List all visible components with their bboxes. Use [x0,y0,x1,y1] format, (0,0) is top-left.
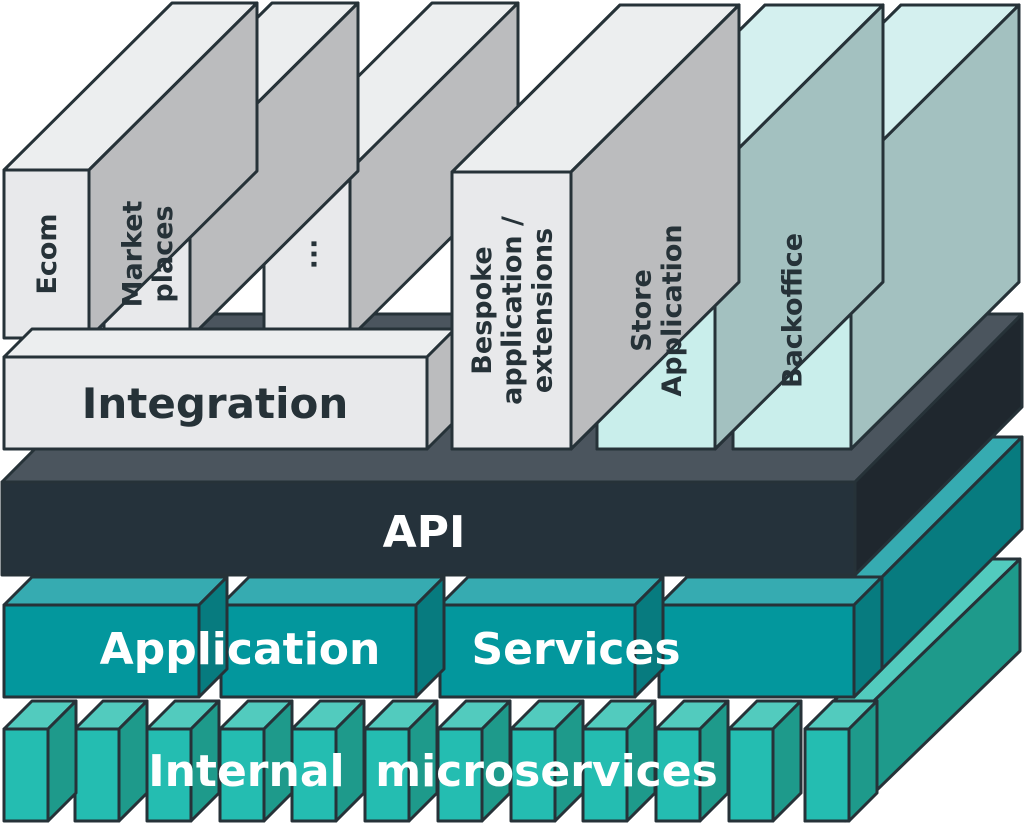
app-service-block-3-top-face [438,575,665,607]
app-service-block-2 [219,575,446,699]
more-label: ... [293,239,324,270]
microservice-block-6 [363,699,439,823]
microservice-block-12 [803,699,879,823]
app-service-block-4-top-face [657,575,884,607]
microservice-block-1-front-face [2,727,50,823]
api-label: API [383,507,466,558]
app-service-block-4 [657,575,884,699]
app-service-block-2-top-face [219,575,446,607]
microservice-block-12-front-face [803,727,851,823]
app-service-block-3 [438,575,665,699]
backoffice-label: Backoffice [778,233,809,388]
block-bespoke-front-front-face [450,170,573,451]
bespoke-label-line: Bespoke [467,246,498,374]
marketplaces-label-line: Market [118,200,149,307]
microservice-block-11-front-face [727,727,775,823]
ecom-label: Ecom [32,213,63,294]
store-application-label-line: Application [657,224,688,396]
integration-label: Integration [82,379,348,428]
integration-slab-top-face [2,327,457,359]
store-application-label: StoreApplication [627,224,688,396]
marketplaces-label: Marketplaces [118,200,179,307]
block-bespoke-front [450,3,741,451]
api-slab-front-face [0,480,857,577]
microservice-block-11 [727,699,803,823]
microservice-block-3 [145,699,221,823]
block-ecom [2,1,259,340]
marketplaces-label-line: places [148,205,179,302]
microservice-block-2-front-face [73,727,121,823]
store-application-label-line: Store [627,269,658,352]
services-label: Services [471,624,680,675]
more-label-line: ... [293,239,324,270]
microservice-block-9 [581,699,657,823]
microservice-block-1 [2,699,78,823]
ecom-label-line: Ecom [32,213,63,294]
backoffice-label-line: Backoffice [778,233,809,388]
integration-slab-front-face [2,355,429,451]
bespoke-label-line: extensions [527,228,558,393]
app-service-block-1 [2,575,229,699]
microservice-block-8 [509,699,585,823]
microservice-block-2 [73,699,149,823]
internal-microservices-label: Internal microservices [148,746,718,797]
microservice-block-5 [290,699,366,823]
bespoke-label: Bespokeapplication /extensions [467,216,558,405]
app-service-block-1-front-face [2,603,201,699]
app-service-block-4-front-face [657,603,856,699]
bespoke-label-line: application / [497,216,528,405]
microservice-block-10 [654,699,730,823]
top-blocks-layer [2,1,1021,451]
app-service-block-1-top-face [2,575,229,607]
internal-microservices-layer [2,557,1022,823]
application-label: Application [100,624,381,675]
integration-slab [2,327,457,451]
